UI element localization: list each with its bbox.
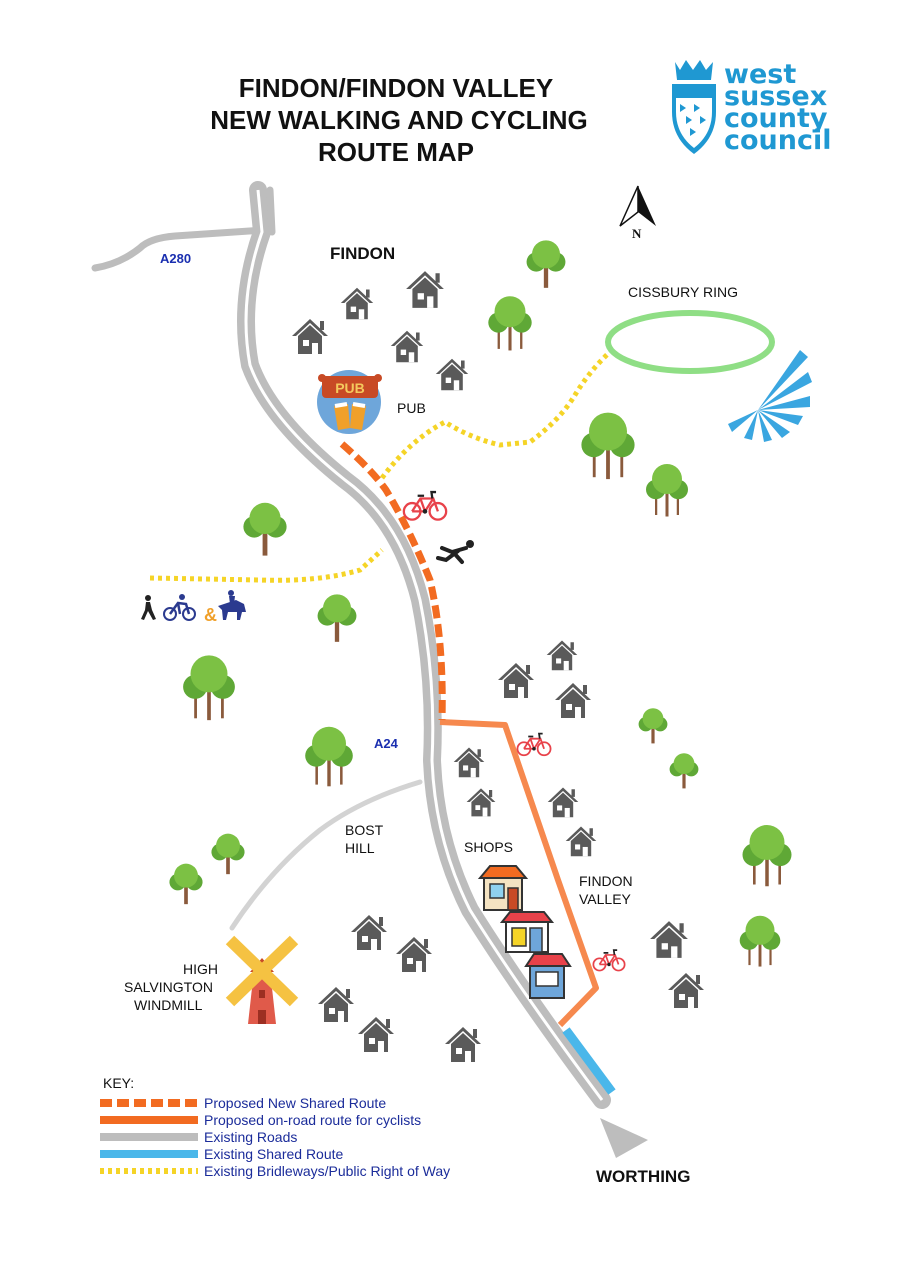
house-icon [555,683,591,718]
ampersand: & [204,605,217,625]
bicycle-icon [592,948,626,972]
bicycle-icon [402,490,448,521]
label-bost-hill-2: HILL [345,840,375,856]
house-icon [390,330,424,363]
label-findon-valley-2: VALLEY [579,891,632,907]
key-label-proposed-on-road: Proposed on-road route for cyclists [204,1112,421,1128]
label-cissbury-ring: CISSBURY RING [628,284,738,300]
trees [169,240,792,967]
proposed-new-shared-route [339,441,446,721]
logo-line-3: county [724,103,828,134]
label-windmill-3: WINDMILL [134,997,203,1013]
tree-icon [305,726,353,787]
key-label-bridleways: Existing Bridleways/Public Right of Way [204,1163,450,1179]
tree-icon [739,915,781,967]
tree-icon [526,240,566,288]
shop-icon [499,911,555,953]
council-logo: west sussex county council [672,59,832,156]
house-icon [547,787,579,818]
crown-shield-icon [672,60,716,154]
pedestrian-icon [141,595,156,620]
logo-line-1: west [724,59,796,90]
label-windmill-1: HIGH [183,961,218,977]
key-title: KEY: [103,1075,134,1091]
house-icon [396,937,432,972]
tree-icon [646,464,688,517]
tree-icon [581,412,635,480]
cissbury-ring [605,310,812,442]
shop-icon [524,953,572,999]
cyclist-icon [163,594,196,621]
map-key: KEY: Proposed New Shared Route Proposed … [100,1075,450,1179]
tree-icon [638,708,668,744]
tree-icon [169,863,203,905]
key-label-proposed-shared: Proposed New Shared Route [204,1095,386,1111]
tree-icon [669,753,699,789]
north-label: N [632,226,642,241]
house-icon [453,747,485,778]
tree-icon [243,502,287,556]
label-shops: SHOPS [464,839,513,855]
proposed-on-road-cycle-route [439,719,599,1028]
windmill-icon [225,935,299,1024]
existing-shared-route [562,1027,616,1095]
bridleway-users-icons: & [141,590,246,625]
house-icon [406,271,444,308]
title-line-2: NEW WALKING AND CYCLING [210,105,587,135]
house-icon [498,663,534,698]
tree-icon [742,825,792,887]
label-pub: PUB [397,400,426,416]
horse-rider-icon [218,590,246,620]
label-a280: A280 [160,251,191,266]
key-label-existing-roads: Existing Roads [204,1129,297,1145]
label-findon-valley-1: FINDON [579,873,633,889]
label-a24: A24 [374,736,399,751]
bicycle-icon [516,732,552,757]
house-icon [358,1017,394,1052]
existing-roads [91,181,648,1158]
house-icon [445,1027,481,1062]
tree-icon [211,833,245,875]
shops-icons [477,865,572,999]
bridleways [149,348,614,583]
house-icon [435,358,469,391]
house-icon [668,973,704,1008]
logo-line-2: sussex [724,81,827,112]
house-icon [650,921,688,958]
label-windmill-2: SALVINGTON [124,979,213,995]
house-icon [351,915,387,950]
house-icon [318,987,354,1022]
house-icon [292,319,328,354]
walker-icon [436,540,474,564]
title-line-3: ROUTE MAP [318,137,474,167]
sun-rays-icon [728,350,812,442]
pub-sign-text: PUB [335,380,365,396]
house-icon [340,287,374,320]
title-line-1: FINDON/FINDON VALLEY [239,73,553,103]
tree-icon [317,594,357,642]
pub-icon: PUB [317,370,382,434]
key-label-existing-shared: Existing Shared Route [204,1146,344,1162]
logo-line-4: council [724,125,832,156]
house-icon [466,788,496,817]
north-arrow-icon: N [619,185,656,241]
label-findon: FINDON [330,244,395,263]
label-worthing: WORTHING [596,1167,690,1186]
house-icon [565,826,597,857]
tree-icon [488,296,532,351]
label-bost-hill-1: BOST [345,822,384,838]
house-icon [546,640,578,671]
shop-icon [477,865,529,911]
tree-icon [183,655,235,721]
